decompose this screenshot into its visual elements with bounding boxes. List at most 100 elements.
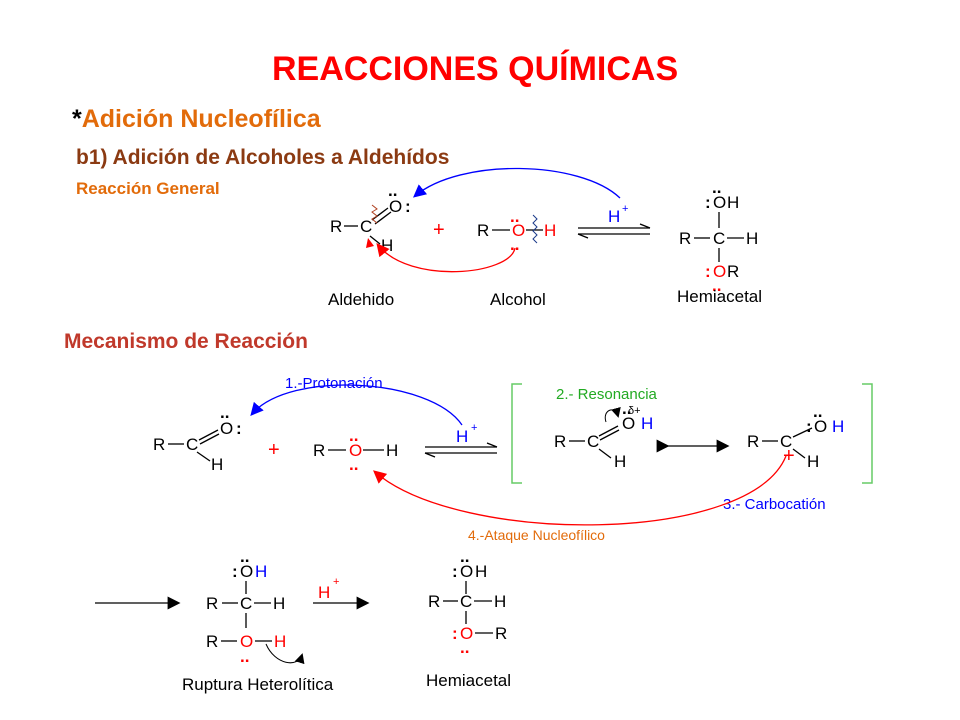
mechanism-label: Mecanismo de Reacción bbox=[64, 330, 308, 353]
mech-aldehyde-o-lonepair-top: .. bbox=[220, 403, 229, 422]
fh-c: C bbox=[460, 592, 472, 611]
alcohol-label: Alcohol bbox=[490, 290, 546, 309]
bracket-left bbox=[511, 383, 522, 484]
res2-co-bond bbox=[792, 427, 813, 438]
res1-c: C bbox=[587, 432, 599, 451]
rupture-curved-arrow bbox=[265, 643, 305, 665]
protonation-arrow bbox=[250, 384, 463, 426]
resonance-oxocarbenium: R C O .. δ+ H H bbox=[554, 399, 653, 471]
res1-o-lonepair-top: .. bbox=[622, 399, 631, 418]
mech-aldehyde-structure: R C O .. : H bbox=[153, 403, 242, 474]
res1-h-o: H bbox=[641, 414, 653, 433]
mech-aldehyde-c: C bbox=[186, 435, 198, 454]
res2-h: H bbox=[807, 452, 819, 471]
fh-o-top-lonepair-side: : bbox=[452, 562, 458, 581]
aldehyde-break-wave bbox=[371, 204, 378, 224]
alcohol-o-lonepair-top: .. bbox=[510, 207, 519, 226]
res1-curved-arrow bbox=[604, 406, 621, 423]
mech-aldehyde-co-bond bbox=[198, 429, 219, 441]
hemi-h: H bbox=[746, 229, 758, 248]
fh-o-bottom-lonepair-side: : bbox=[452, 624, 458, 643]
mech-alcohol-structure: R O .. .. H bbox=[313, 426, 398, 474]
ph-o-top-lonepair-side: : bbox=[232, 562, 238, 581]
aldehyde-label: Aldehido bbox=[328, 290, 394, 309]
resonance-carbocation: R C O .. : H H + bbox=[747, 402, 844, 471]
aldehyde-h: H bbox=[381, 236, 393, 255]
general-nucleophile-arrow bbox=[376, 242, 516, 273]
ph-c: C bbox=[240, 594, 252, 613]
res1-h: H bbox=[614, 452, 626, 471]
section-heading-text: Adición Nucleofílica bbox=[81, 105, 321, 133]
hemi-o-bottom: O bbox=[713, 262, 726, 281]
aldehyde-c: C bbox=[360, 217, 372, 236]
fh-h-top: H bbox=[475, 562, 487, 581]
step4-label: 4.-Ataque Nucleofílico bbox=[468, 527, 605, 543]
mech-catalyst-h: H bbox=[456, 427, 468, 446]
res2-r: R bbox=[747, 432, 759, 451]
mech-eq-forward-head bbox=[486, 442, 498, 448]
hemiacetal-label-general: Hemiacetal bbox=[677, 287, 762, 306]
final-catalyst-h: H bbox=[318, 583, 330, 602]
general-reaction-label: Reacción General bbox=[76, 179, 220, 198]
alcohol-o: O bbox=[512, 221, 525, 240]
mech-catalyst-charge: + bbox=[471, 422, 477, 434]
ph-o-top-lonepair: .. bbox=[240, 547, 249, 566]
step2-label: 2.- Resonancia bbox=[556, 386, 658, 403]
fh-o-bottom: O bbox=[460, 624, 473, 643]
res1-delta-plus: δ+ bbox=[628, 405, 641, 417]
mech-plus: + bbox=[268, 439, 280, 461]
fh-r: R bbox=[428, 592, 440, 611]
mech-aldehyde-co-bond2 bbox=[199, 433, 220, 445]
alcohol-h: H bbox=[544, 221, 556, 240]
aldehyde-structure: R C O .. : H bbox=[330, 181, 411, 255]
final-catalyst-charge: + bbox=[333, 576, 339, 588]
ph-o-bottom-lonepair: .. bbox=[240, 647, 249, 666]
hemi-r: R bbox=[679, 229, 691, 248]
general-eq-forward-head bbox=[639, 223, 651, 229]
section-star: * bbox=[72, 105, 82, 133]
ph-h: H bbox=[273, 594, 285, 613]
mech-alcohol-r: R bbox=[313, 441, 325, 460]
aldehyde-r: R bbox=[330, 217, 342, 236]
alcohol-break-wave bbox=[532, 214, 538, 244]
section-heading: *Adición Nucleofílica bbox=[72, 105, 321, 134]
res1-co-bond2 bbox=[599, 429, 620, 441]
fh-o-top-lonepair: .. bbox=[460, 547, 469, 566]
ph-r: R bbox=[206, 594, 218, 613]
res2-o: O bbox=[814, 417, 827, 436]
ph-h-bottom: H bbox=[274, 632, 286, 651]
mech-eq-back-head bbox=[424, 452, 436, 458]
mech-aldehyde-ch-bond bbox=[196, 451, 211, 462]
aldehyde-o-lonepair-side: : bbox=[405, 197, 411, 216]
ph-r2: R bbox=[206, 632, 218, 651]
mech-alcohol-o: O bbox=[349, 441, 362, 460]
aldehyde-o: O bbox=[389, 197, 402, 216]
hemi-o-top: O bbox=[713, 193, 726, 212]
res1-co-bond bbox=[598, 425, 619, 437]
hemiacetal-label-final: Hemiacetal bbox=[426, 671, 511, 690]
res2-ch-bond bbox=[792, 448, 806, 459]
res1-o: O bbox=[622, 414, 635, 433]
mech-aldehyde-o-lonepair-side: : bbox=[236, 419, 242, 438]
general-proton-arrow bbox=[413, 167, 621, 199]
alcohol-structure: R O .. .. H bbox=[477, 207, 556, 254]
hemi-o-bottom-lonepair: .. bbox=[712, 276, 721, 295]
hemi-r2: R bbox=[727, 262, 739, 281]
aldehyde-o-lonepair-top: .. bbox=[388, 181, 397, 200]
res2-plus: + bbox=[783, 445, 795, 467]
alcohol-o-lonepair-bottom: .. bbox=[510, 235, 519, 254]
alcohol-r: R bbox=[477, 221, 489, 240]
rupture-label: Ruptura Heterolítica bbox=[182, 675, 334, 694]
hemi-o-top-lonepair-side: : bbox=[705, 193, 711, 212]
general-eq-back-head bbox=[577, 233, 589, 239]
aldehyde-co-bond2 bbox=[374, 211, 392, 225]
hemiacetal-structure-general: O .. : H R C H O : .. R bbox=[679, 178, 758, 295]
bracket-right bbox=[862, 383, 873, 484]
mech-alcohol-h: H bbox=[386, 441, 398, 460]
res2-o-lonepair-top: .. bbox=[813, 402, 822, 421]
fh-h: H bbox=[494, 592, 506, 611]
mech-alcohol-o-lonepair-top: .. bbox=[349, 426, 358, 445]
mech-alcohol-o-lonepair-bottom: .. bbox=[349, 455, 358, 474]
fh-o-top: O bbox=[460, 562, 473, 581]
